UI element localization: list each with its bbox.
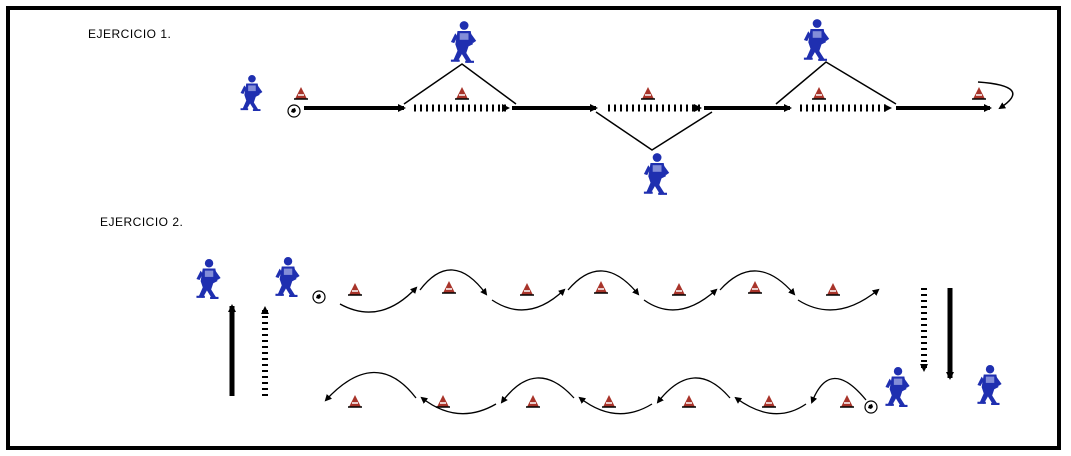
player-icon xyxy=(239,74,264,112)
cone-icon xyxy=(762,394,776,408)
cone-icon xyxy=(594,280,608,294)
cone-icon xyxy=(442,280,456,294)
cone-icon xyxy=(348,394,362,408)
ball-icon xyxy=(287,104,301,118)
player-icon xyxy=(274,256,301,298)
exercise1-drill xyxy=(239,18,1014,196)
player-icon xyxy=(642,152,671,196)
player-icon xyxy=(802,18,831,62)
ball-icon xyxy=(864,400,878,414)
cone-icon xyxy=(748,280,762,294)
player-icon xyxy=(195,258,222,300)
cone-icon xyxy=(826,282,840,296)
arrow-icon xyxy=(977,81,1014,110)
cone-icon xyxy=(455,86,469,100)
cone-icon xyxy=(682,394,696,408)
cone-icon xyxy=(348,282,362,296)
cone-icon xyxy=(672,282,686,296)
cone-icon xyxy=(812,86,826,100)
exercise1-title: EJERCICIO 1. xyxy=(88,27,172,41)
cone-icon xyxy=(436,394,450,408)
exercise2-drill xyxy=(195,256,1003,415)
cone-icon xyxy=(641,86,655,100)
cone-icon xyxy=(972,86,986,100)
cone-icon xyxy=(294,86,308,100)
cone-icon xyxy=(602,394,616,408)
player-icon xyxy=(884,366,911,408)
cone-icon xyxy=(840,394,854,408)
cone-icon xyxy=(526,394,540,408)
player-icon xyxy=(976,364,1003,406)
player-icon xyxy=(449,20,478,64)
ball-icon xyxy=(312,290,326,304)
exercise2-title: EJERCICIO 2. xyxy=(100,215,184,229)
cone-icon xyxy=(520,282,534,296)
diagram-frame xyxy=(6,6,1061,450)
